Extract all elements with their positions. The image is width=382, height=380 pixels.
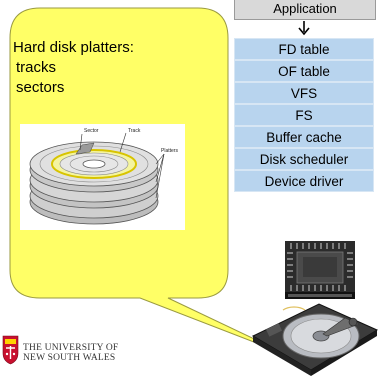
hard-disk-drive-icon <box>251 303 379 376</box>
label-track: Track <box>128 128 141 134</box>
layer-buffer-cache: Buffer cache <box>234 126 374 148</box>
layer-disk-scheduler: Disk scheduler <box>234 148 374 170</box>
logo-line-1: THE UNIVERSITY OF <box>23 343 119 353</box>
label-sector: Sector <box>84 128 99 134</box>
controller-chip-icon <box>285 241 355 299</box>
logo-line-2: NEW SOUTH WALES <box>23 353 116 363</box>
callout-text: Hard disk platters: tracks sectors <box>13 38 213 98</box>
label-platters: Platters <box>161 148 178 154</box>
callout-heading: Hard disk platters: <box>13 39 134 56</box>
crest-icon <box>2 335 19 365</box>
university-logo: THE UNIVERSITY OF NEW SOUTH WALES <box>2 333 132 371</box>
application-box: Application <box>234 0 376 20</box>
layer-fd-table: FD table <box>234 38 374 60</box>
layer-device-driver: Device driver <box>234 170 374 192</box>
layer-of-table: OF table <box>234 60 374 82</box>
layer-fs: FS <box>234 104 374 126</box>
callout-item-sectors: sectors <box>16 79 65 96</box>
platter-illustration: Sector Track Platters <box>20 124 185 230</box>
down-arrow-icon <box>298 21 310 36</box>
layer-vfs: VFS <box>234 82 374 104</box>
callout-item-tracks: tracks <box>16 59 57 76</box>
